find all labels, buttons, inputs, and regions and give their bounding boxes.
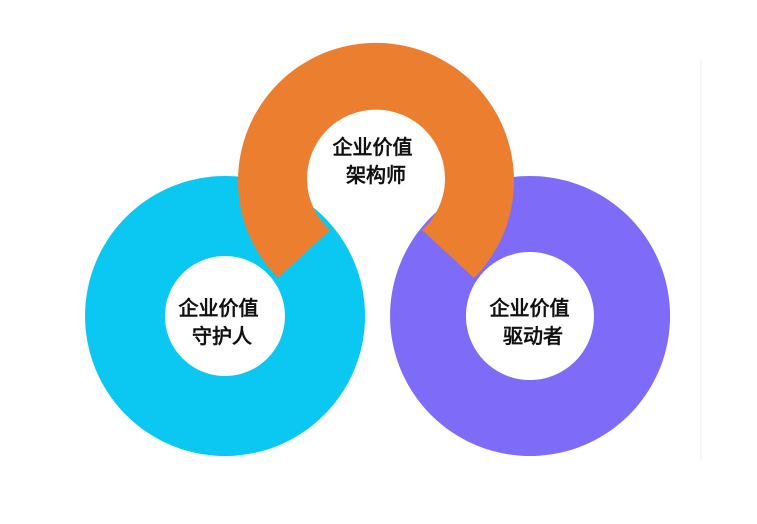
ring-guardian-label-line-1: 企业价值 bbox=[178, 296, 259, 320]
ring-driver-label-line-2: 驱动者 bbox=[503, 324, 563, 348]
ring-architect-label-line-2: 架构师 bbox=[346, 163, 406, 187]
ring-architect: 企业价值 架构师 bbox=[238, 42, 515, 279]
ring-guardian-label-line-2: 守护人 bbox=[192, 324, 253, 348]
ring-driver-label-line-1: 企业价值 bbox=[489, 296, 570, 320]
ring-guardian-label: 企业价值 守护人 bbox=[178, 296, 266, 348]
ring-guardian: 企业价值 守护人 bbox=[85, 176, 366, 456]
ring-architect-label: 企业价值 架构师 bbox=[332, 135, 420, 187]
ring-driver: 企业价值 驱动者 bbox=[390, 176, 671, 456]
ring-architect-label-line-1: 企业价值 bbox=[332, 135, 413, 159]
ring-architect-shape bbox=[238, 42, 515, 279]
ring-driver-label: 企业价值 驱动者 bbox=[489, 296, 577, 348]
